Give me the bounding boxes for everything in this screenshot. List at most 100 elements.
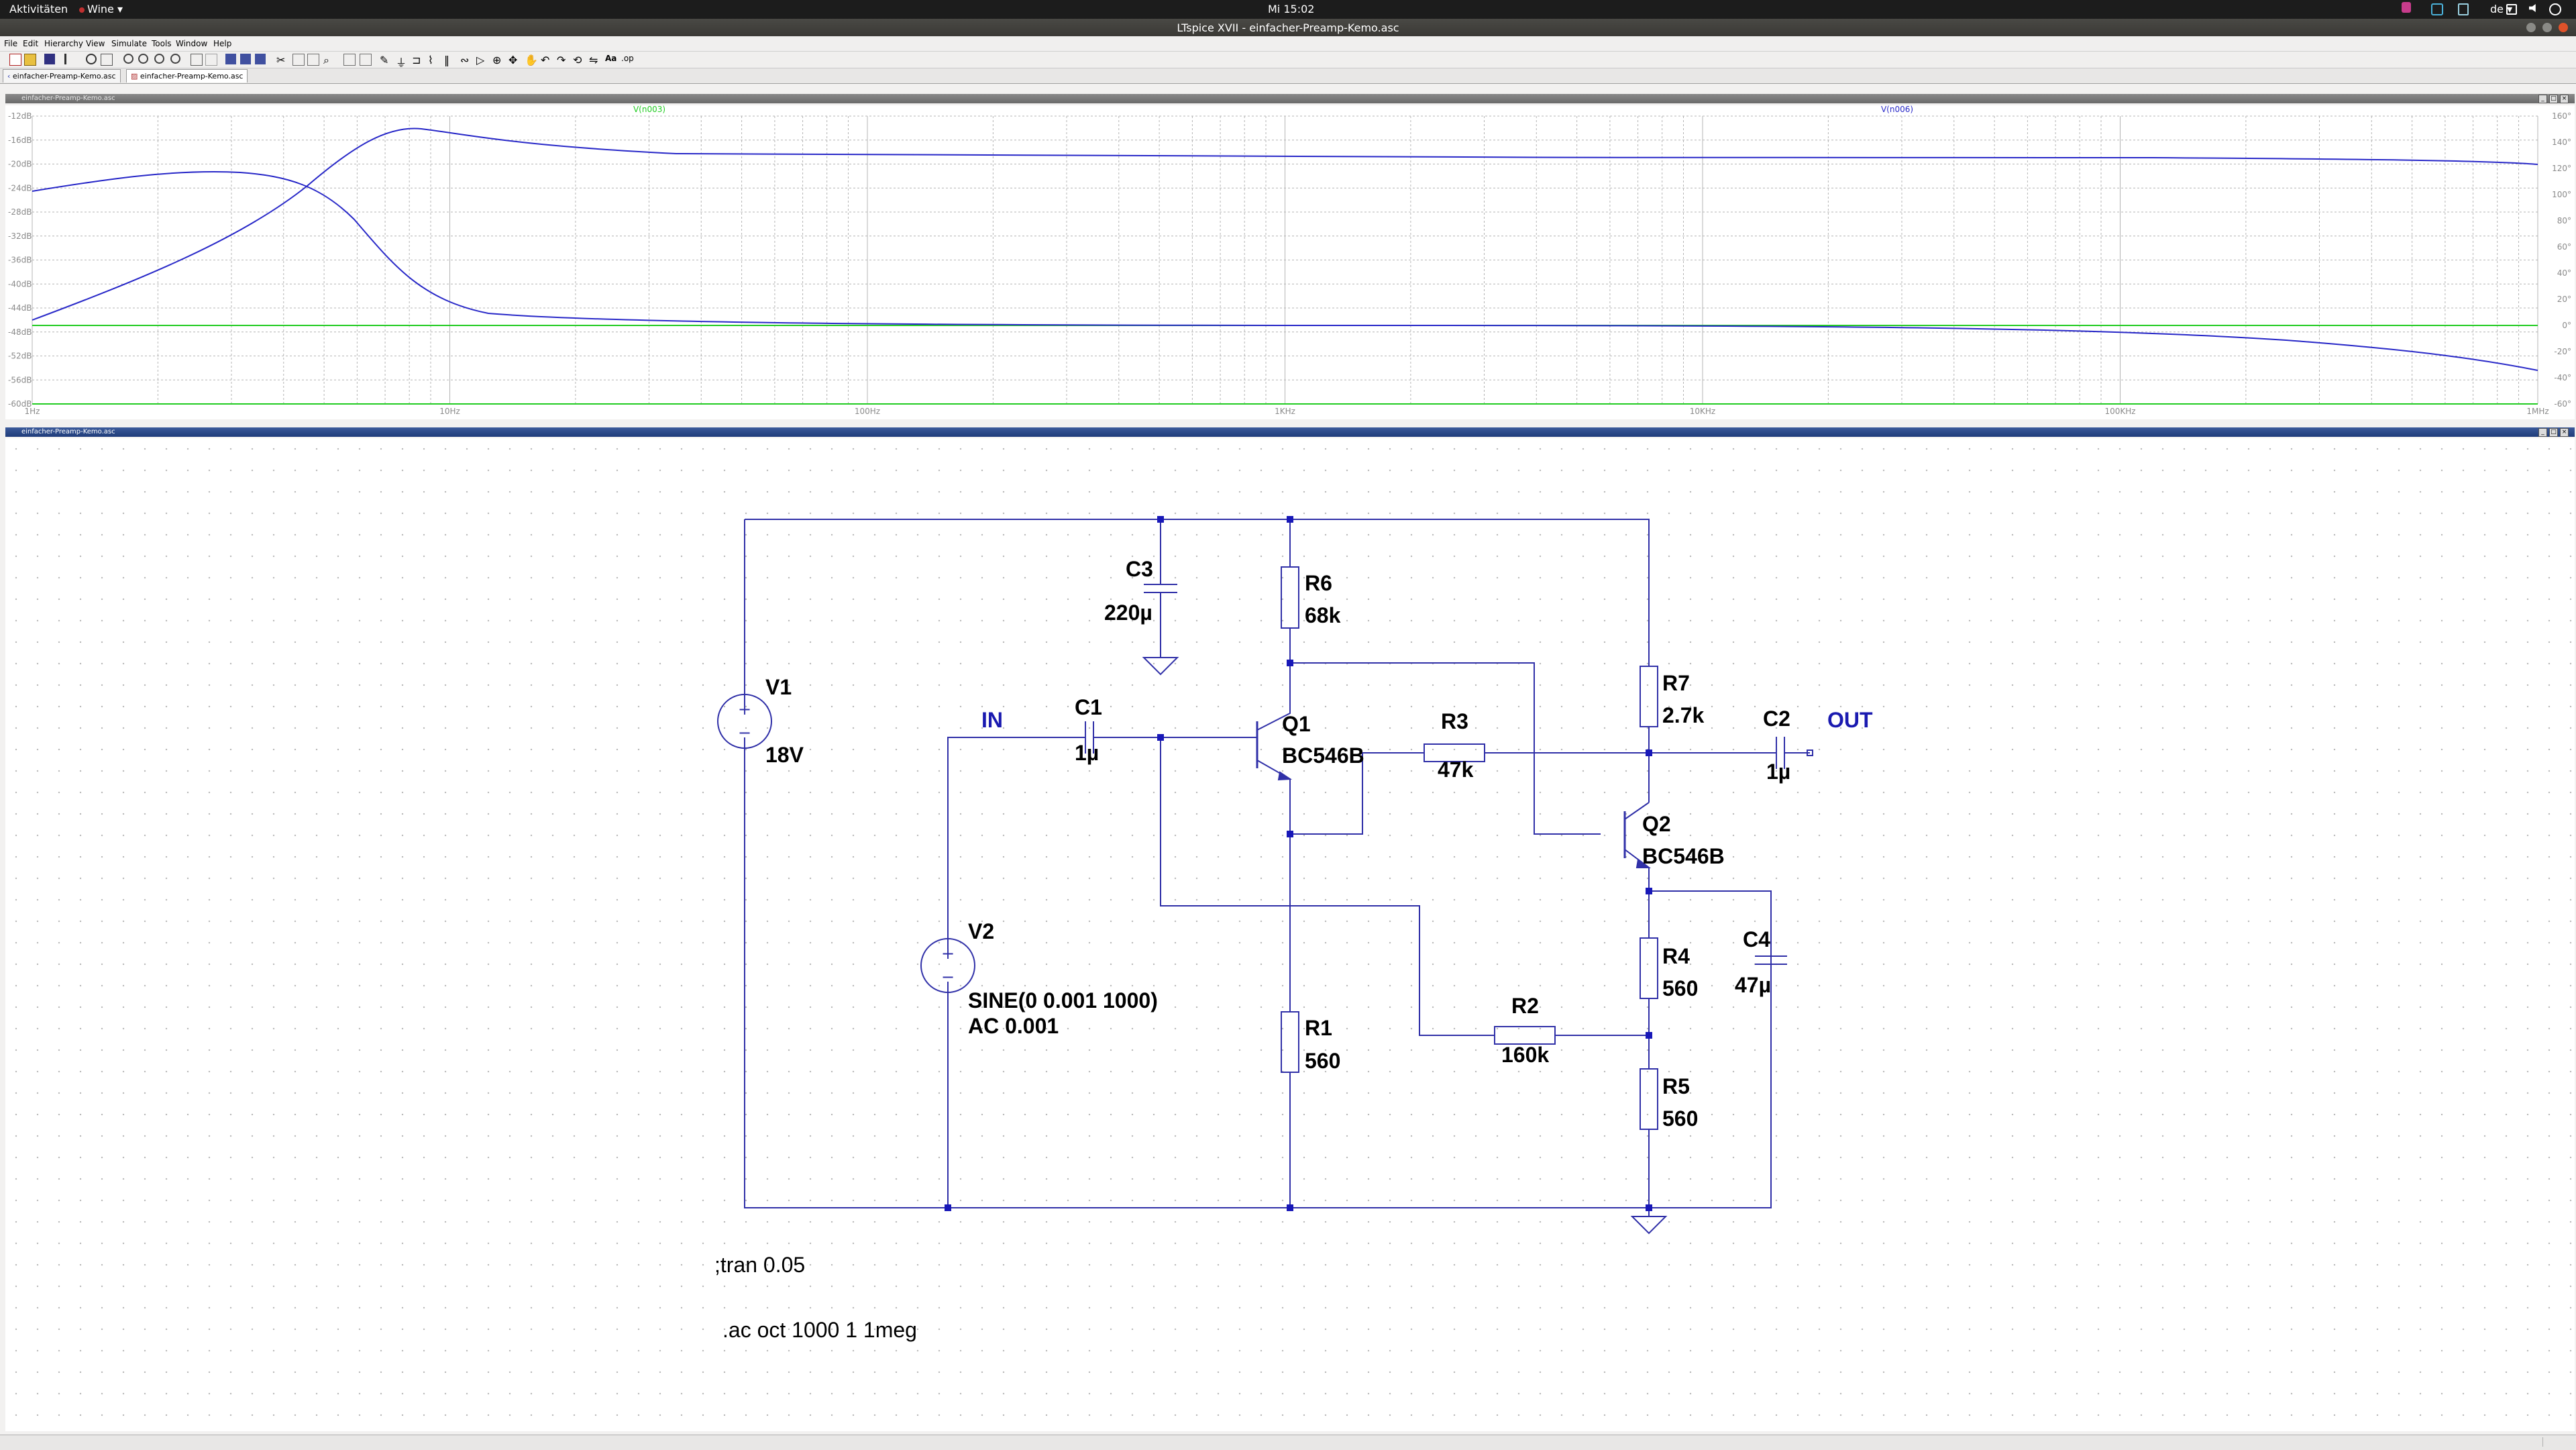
ac-directive[interactable]: .ac oct 1000 1 1meg xyxy=(722,1318,917,1342)
capacitor-c3[interactable] xyxy=(1144,584,1177,593)
output-port[interactable] xyxy=(1807,749,1813,756)
wine-app-menu[interactable]: Wine ▾ xyxy=(79,3,123,15)
resistor-r4[interactable] xyxy=(1640,937,1658,999)
schematic-editor[interactable]: + − V1 18V + − V2 SINE(0 0.001 1000) AC … xyxy=(5,438,2575,1431)
rotate-icon[interactable]: ⟲ xyxy=(573,54,582,66)
menu-view[interactable]: View xyxy=(86,39,105,48)
run-icon[interactable] xyxy=(86,54,97,64)
label-net-icon[interactable]: ⊐ xyxy=(412,54,421,66)
tray-app-icon[interactable] xyxy=(2402,2,2411,13)
waveform-window-title-bar[interactable]: einfacher-Preamp-Kemo.asc xyxy=(5,94,2575,103)
mirror-icon[interactable]: ⇋ xyxy=(589,54,598,66)
pan-icon[interactable] xyxy=(138,54,148,64)
network-icon[interactable] xyxy=(2506,4,2517,15)
resistor-r3[interactable] xyxy=(1424,743,1485,762)
resistor-r2[interactable] xyxy=(1494,1026,1556,1045)
menu-tools[interactable]: Tools xyxy=(152,39,172,48)
minimize-window-button[interactable] xyxy=(2526,23,2536,32)
resistor-r7[interactable] xyxy=(1640,666,1658,727)
resistor-r1[interactable] xyxy=(1281,1011,1299,1073)
zoom-out-icon[interactable] xyxy=(154,54,164,64)
cut-icon[interactable]: ✂ xyxy=(276,54,286,66)
capacitor-c2[interactable] xyxy=(1776,737,1785,769)
zoom-in-icon[interactable] xyxy=(123,54,133,64)
c4-name: C4 xyxy=(1743,927,1770,951)
menu-edit[interactable]: Edit xyxy=(23,39,39,48)
volume-icon[interactable] xyxy=(2529,4,2536,12)
capacitor-icon[interactable]: ‖ xyxy=(444,54,449,66)
ground-icon[interactable]: ⏚ xyxy=(396,56,407,69)
menu-file[interactable]: File xyxy=(4,39,18,48)
new-schematic-icon[interactable] xyxy=(9,54,21,66)
save-icon[interactable] xyxy=(44,54,55,64)
window-title-bar[interactable]: LTspice XVII - einfacher-Preamp-Kemo.asc xyxy=(0,19,2576,36)
tile-horizontal-icon[interactable] xyxy=(225,54,236,64)
schematic-minimize-button[interactable]: _ xyxy=(2538,428,2547,437)
halt-icon[interactable] xyxy=(101,54,113,66)
diode-icon[interactable]: ▷ xyxy=(476,54,485,66)
tray-clipboard-icon[interactable] xyxy=(2458,3,2469,15)
paste-icon[interactable] xyxy=(307,54,319,66)
clock[interactable]: Mi 15:02 xyxy=(1268,3,1315,15)
right-axis-tick-label: 160° xyxy=(2552,111,2571,121)
open-icon[interactable] xyxy=(24,54,36,66)
menu-hierarchy[interactable]: Hierarchy xyxy=(44,39,84,48)
right-axis-tick-label: 60° xyxy=(2557,242,2571,252)
wine-icon xyxy=(79,7,85,13)
print-setup-icon[interactable] xyxy=(343,54,356,66)
trace-label-v-n006[interactable]: V(n006) xyxy=(1881,105,1913,114)
bode-plot[interactable]: V(n003) V(n006) -12dB-16dB-20dB-24dB-28d… xyxy=(5,105,2575,419)
waveform-viewer[interactable]: V(n003) V(n006) -12dB-16dB-20dB-24dB-28d… xyxy=(5,105,2575,419)
transistor-q2[interactable] xyxy=(1623,811,1651,868)
menu-simulate[interactable]: Simulate xyxy=(111,39,148,48)
copy-icon[interactable] xyxy=(292,54,305,66)
undo-icon[interactable]: ↶ xyxy=(541,54,550,66)
print-icon[interactable] xyxy=(360,54,372,66)
voltage-source-v2[interactable]: + − xyxy=(920,938,975,993)
waveform-minimize-button[interactable]: _ xyxy=(2538,95,2547,103)
redo-icon[interactable]: ↷ xyxy=(557,54,566,66)
r6-name: R6 xyxy=(1305,571,1332,595)
resistor-r5[interactable] xyxy=(1640,1068,1658,1130)
spice-directive-icon[interactable]: .op xyxy=(621,54,634,63)
move-icon[interactable]: ✥ xyxy=(508,54,518,66)
tile-vertical-icon[interactable] xyxy=(240,54,251,64)
menu-help[interactable]: Help xyxy=(213,39,232,48)
net-label-in[interactable]: IN xyxy=(981,708,1003,732)
resistor-icon[interactable]: ⌇ xyxy=(428,54,433,66)
wire-icon[interactable]: ✎ xyxy=(380,54,389,66)
r4-name: R4 xyxy=(1662,944,1690,968)
trace-label-v-n003[interactable]: V(n003) xyxy=(633,105,665,114)
autorange-icon[interactable] xyxy=(191,54,203,66)
tab-waveform[interactable]: ▨ einfacher-Preamp-Kemo.asc xyxy=(126,69,248,83)
maximize-window-button[interactable] xyxy=(2542,23,2552,32)
waveform-close-button[interactable]: × xyxy=(2560,95,2569,103)
schematic-restore-button[interactable]: □ xyxy=(2549,428,2558,437)
capacitor-c4[interactable] xyxy=(1755,955,1787,965)
drag-icon[interactable]: ✋ xyxy=(525,54,538,66)
cascade-icon[interactable] xyxy=(255,54,266,64)
tran-directive[interactable]: ;tran 0.05 xyxy=(714,1253,805,1277)
tab-schematic[interactable]: ‹ einfacher-Preamp-Kemo.asc xyxy=(3,69,121,83)
menu-window[interactable]: Window xyxy=(176,39,208,48)
power-icon[interactable] xyxy=(2549,3,2561,15)
component-icon[interactable]: ⊕ xyxy=(492,54,502,66)
zoom-fit-icon[interactable] xyxy=(170,54,180,64)
tray-screen-icon[interactable] xyxy=(2431,3,2443,15)
schematic-window-title-bar[interactable]: einfacher-Preamp-Kemo.asc xyxy=(5,427,2575,437)
inductor-icon[interactable]: ∾ xyxy=(460,54,470,66)
capacitor-c1[interactable] xyxy=(1085,721,1094,754)
close-window-button[interactable] xyxy=(2559,23,2568,32)
text-icon[interactable]: Aa xyxy=(605,54,617,63)
voltage-source-v1[interactable]: + − xyxy=(717,694,772,749)
find-icon[interactable]: ⌕ xyxy=(323,54,329,66)
schematic-close-button[interactable]: × xyxy=(2560,428,2569,437)
activities-button[interactable]: Aktivitäten xyxy=(9,3,68,15)
transistor-q1[interactable] xyxy=(1256,721,1293,781)
resistor-r6[interactable] xyxy=(1281,566,1299,629)
grid-icon[interactable] xyxy=(205,54,217,66)
control-panel-icon[interactable] xyxy=(64,54,77,64)
schematic-canvas[interactable]: + − V1 18V + − V2 SINE(0 0.001 1000) AC … xyxy=(5,438,2575,1431)
waveform-restore-button[interactable]: □ xyxy=(2549,95,2558,103)
net-label-out[interactable]: OUT xyxy=(1827,708,1873,732)
